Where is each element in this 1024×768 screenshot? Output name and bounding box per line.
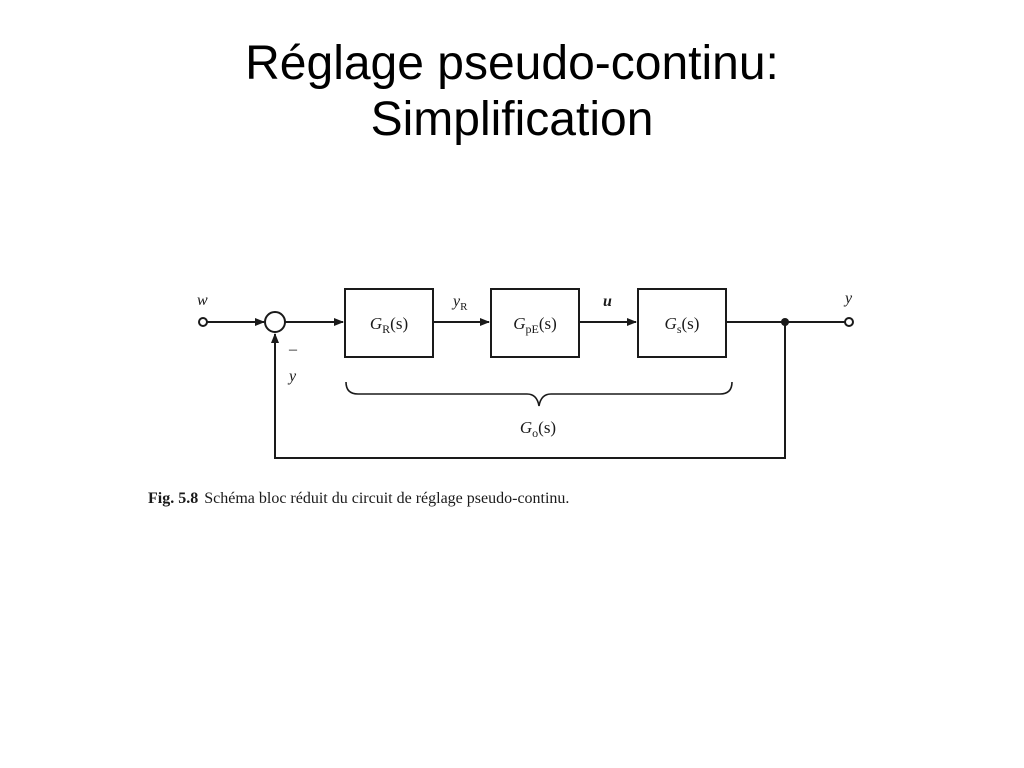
block-gpe [490,288,580,358]
grouping-brace [345,381,733,407]
signal-yr-label: yR [451,293,468,313]
slide-title-line-2: Simplification [370,93,654,146]
feedback-label: y [287,368,297,385]
caption-number: Fig. 5.8 [148,490,198,507]
summing-junction [264,311,286,333]
caption-text: Schéma bloc réduit du circuit de réglage… [204,490,569,507]
block-gr-label: GR(s) [370,314,408,336]
input-label: w [197,292,208,309]
input-terminal [198,317,208,327]
output-label: y [843,290,853,307]
figure-caption: Fig. 5.8 Schéma bloc réduit du circuit de… [148,490,569,507]
signal-u-label: u [603,293,612,310]
output-terminal [844,317,854,327]
block-gs [637,288,727,358]
feedback-path [271,322,786,459]
brace-label-go: Go(s) [520,418,556,440]
block-gs-label: Gs(s) [665,314,700,336]
feedback-sign: – [288,341,298,358]
block-gr [344,288,434,358]
block-gpe-label: GpE(s) [513,314,557,336]
slide-title-line-1: Réglage pseudo-continu: [245,37,779,90]
slide-title: Réglage pseudo-continu: Simplification [0,36,1024,148]
